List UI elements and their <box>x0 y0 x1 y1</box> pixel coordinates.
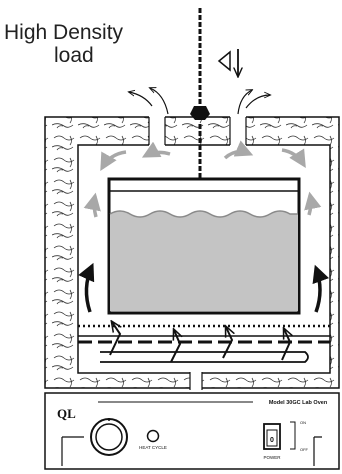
svg-text:QL: QL <box>57 406 76 421</box>
airflow-arrow-icon <box>129 88 270 115</box>
diagram-title-line1: High Density <box>4 21 124 44</box>
load-container <box>107 177 301 315</box>
brand-logo-icon: QL <box>57 406 76 421</box>
direction-indicator-icon <box>217 49 238 76</box>
weight-hook-icon <box>190 8 210 178</box>
power-label: POWER <box>263 455 281 460</box>
airflow-arrow-icon <box>83 140 322 218</box>
heat-arrow-icon <box>109 322 290 363</box>
diagram-title-line2: load <box>54 44 94 67</box>
power-switch-symbol: 0 <box>270 437 274 444</box>
power-switch-icon[interactable]: 0 <box>263 421 296 450</box>
dial-knob-icon[interactable] <box>90 418 128 456</box>
heat-cycle-label: HEAT CYCLE <box>139 445 167 450</box>
switch-off-label: OFF <box>300 447 309 452</box>
model-label: Model 30GC Lab Oven <box>269 400 328 406</box>
indicator-light-icon <box>146 429 160 443</box>
switch-on-label: ON <box>300 420 306 425</box>
heat-arrow-icon <box>78 262 330 313</box>
